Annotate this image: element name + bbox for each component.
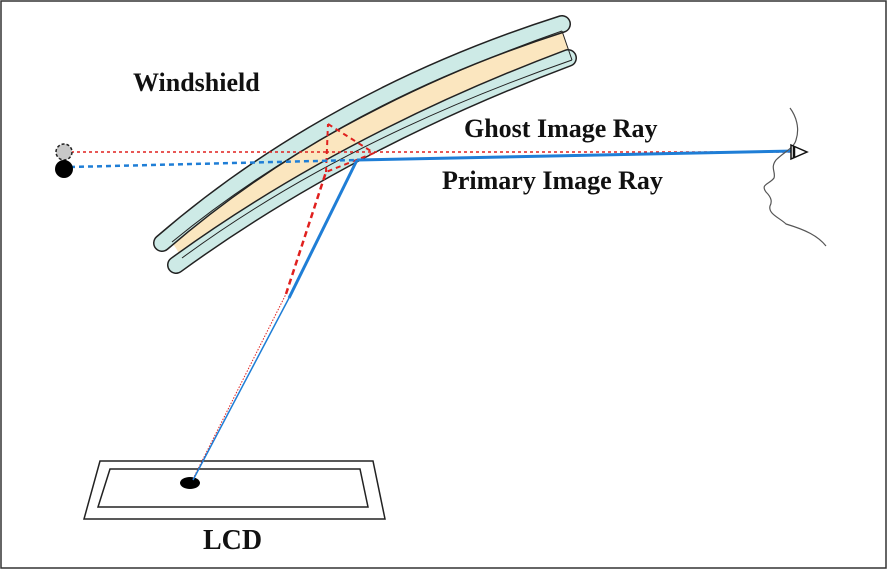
primary-ray: [55, 149, 796, 481]
face-profile-outline: [763, 107, 827, 247]
windshield-interlayer-end: [561, 30, 573, 61]
lcd-panel: [83, 460, 386, 520]
windshield-interlayer-edge-top: [171, 30, 563, 243]
viewer: [763, 107, 827, 247]
ghost-ray-source-segment: [192, 293, 287, 480]
windshield-outer-glass-fill: [154, 16, 570, 251]
lcd-label: LCD: [203, 525, 263, 556]
ghost-ray-incident-segment: [284, 171, 328, 295]
primary-ray-source-segment: [192, 297, 290, 481]
windshield-interlayer-edge-bottom: [181, 59, 573, 259]
lcd-inner-screen: [96, 468, 369, 508]
ghost-ray-inner-up: [325, 123, 329, 173]
primary-ray-incident-segment: [287, 159, 359, 299]
lcd-source-pixel: [180, 477, 200, 489]
ghost-image-dot: [55, 143, 73, 161]
windshield: [153, 15, 577, 274]
primary-ray-label: Primary Image Ray: [442, 166, 663, 195]
ghost-ray-inner-reflect: [327, 123, 375, 154]
primary-ray-virtual-extension: [69, 158, 358, 169]
ghost-ray-label: Ghost Image Ray: [464, 114, 658, 143]
primary-ray-to-eye: [356, 149, 796, 162]
primary-image-dot: [55, 160, 73, 178]
ghost-ray: [55, 123, 793, 480]
windshield-label: Windshield: [133, 68, 260, 97]
